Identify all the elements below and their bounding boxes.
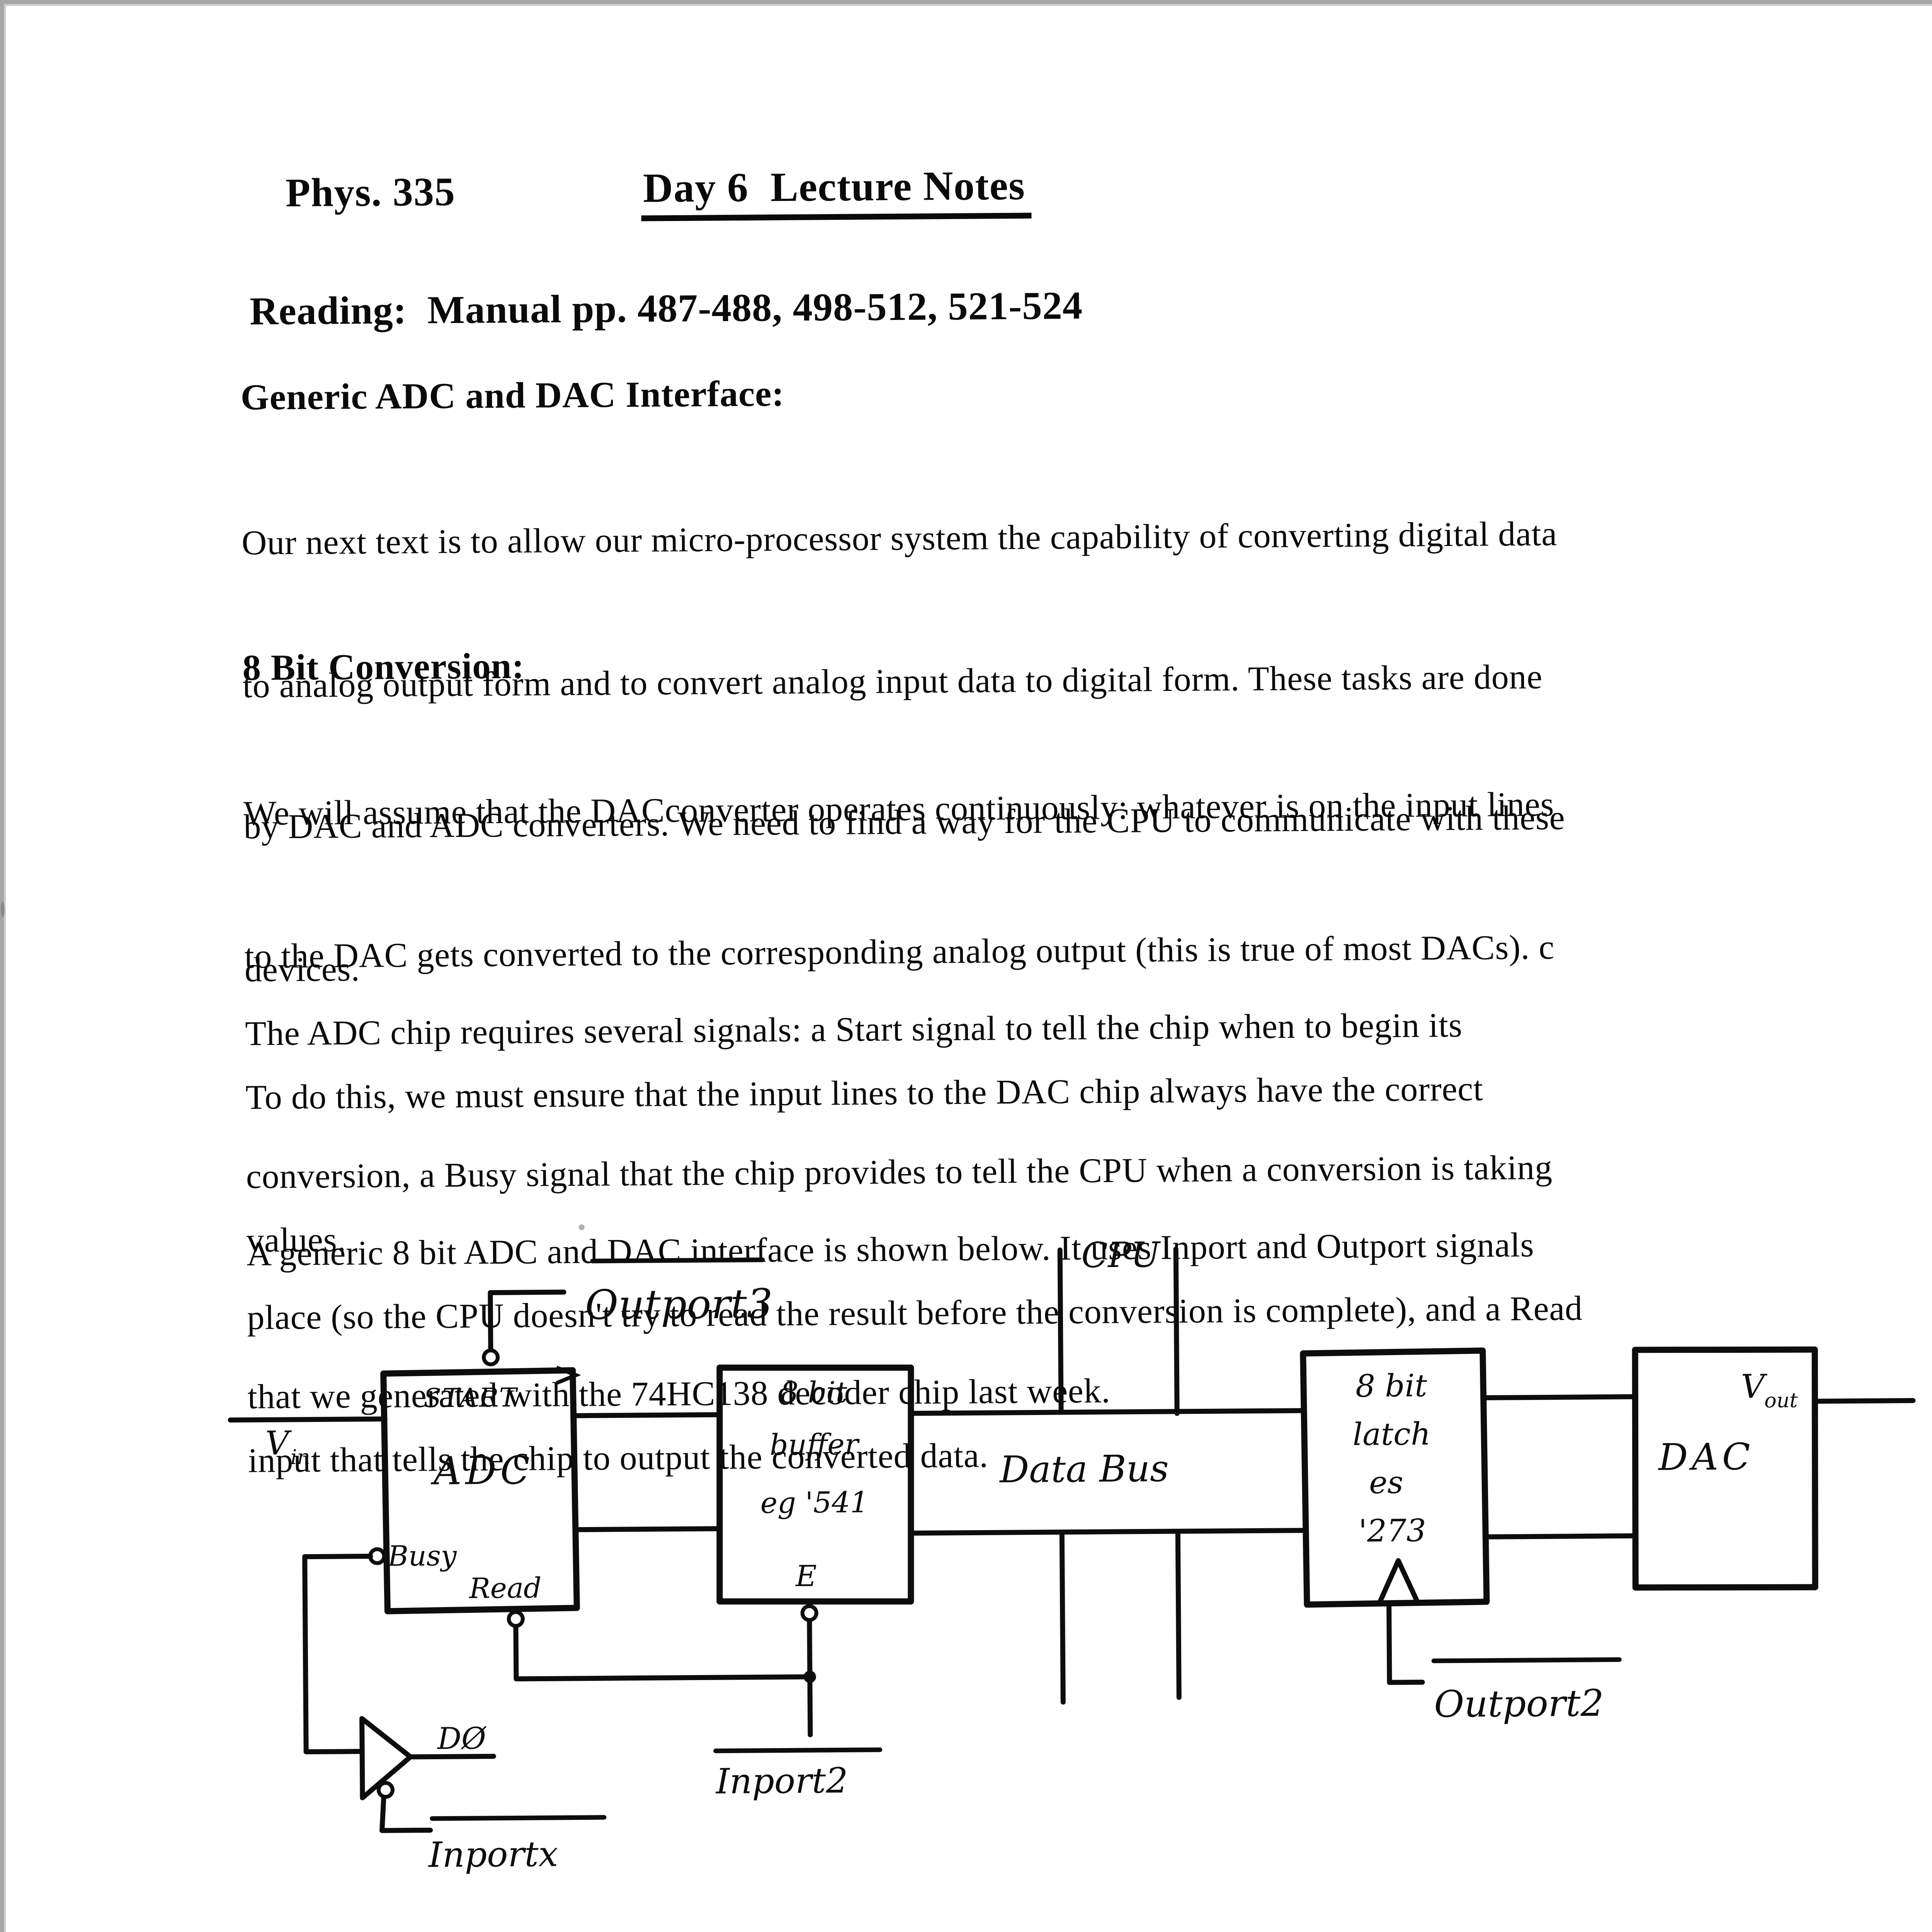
vin-label: V — [265, 1424, 292, 1463]
buffer-label-line1: 8 bit — [780, 1375, 848, 1410]
wire-d0 — [408, 1753, 496, 1760]
wire-outport3 — [488, 1289, 566, 1351]
inport2-label: Inport2 — [715, 1760, 848, 1802]
wire-adc-buffer-top — [571, 1412, 722, 1418]
dac-box — [1632, 1346, 1818, 1591]
latch-label-line1: 8 bit — [1355, 1367, 1428, 1404]
buffer-label-line2: buffer — [770, 1427, 860, 1462]
wire-busy — [302, 1554, 373, 1755]
junction-dot — [803, 1670, 816, 1683]
outport3-label: Outport3 — [585, 1280, 773, 1328]
wire-cpu-bus-left-upper — [1057, 1247, 1064, 1415]
wire-cpu-bus-left-lower — [1059, 1529, 1066, 1705]
arrowhead-icon — [556, 1366, 581, 1385]
dac-name-label: DAC — [1658, 1436, 1754, 1479]
buffer-label-line3: eg '541 — [760, 1485, 869, 1520]
clock-edge-icon — [1377, 1558, 1420, 1604]
page-title: Day 6 Lecture Notes — [641, 162, 1031, 221]
vin-subscript: in — [291, 1446, 310, 1469]
paragraph-line: The ADC chip requires several signals: a… — [245, 1005, 1463, 1053]
section-heading-conversion: 8 Bit Conversion: — [242, 647, 525, 690]
latch-label-line4: '273 — [1359, 1512, 1426, 1549]
adc-box — [380, 1367, 580, 1614]
wire-vin — [228, 1416, 388, 1423]
wire-adc-buffer-bottom — [572, 1526, 723, 1532]
d0-label: DØ — [437, 1721, 487, 1756]
wire-cpu-bus-right-upper — [1173, 1247, 1180, 1416]
active-low-bubble-enable-buffer — [800, 1604, 818, 1622]
vout-subscript: out — [1764, 1389, 1798, 1413]
wire-latch-dac-top — [1481, 1394, 1638, 1400]
active-low-bubble-start — [482, 1348, 500, 1366]
active-low-bubble-read — [507, 1610, 525, 1628]
wire-cpu-bus-right-lower — [1175, 1531, 1182, 1700]
paragraph-line: We will assume that the DACconverter ope… — [243, 785, 1554, 833]
adc-start-label: START — [423, 1382, 519, 1413]
active-low-bubble-enable — [376, 1781, 395, 1799]
vout-label: V — [1741, 1367, 1768, 1406]
buffer-enable-label: E — [795, 1559, 817, 1593]
overline-outport2 — [1431, 1657, 1622, 1663]
adc-busy-label: Busy — [387, 1540, 457, 1573]
tristate-buffer — [359, 1716, 413, 1801]
latch-label-line3: es — [1369, 1464, 1403, 1501]
section-heading-generic: Generic ADC and DAC Interface: — [240, 374, 785, 419]
wire-buffer-latch-bottom — [908, 1528, 1308, 1536]
adc-dac-interface-diagram: Outport3 CPU V in START ADC Busy Read 8 … — [228, 1235, 1916, 1875]
wire-outport2 — [1386, 1600, 1425, 1685]
data-bus-label: Data Bus — [999, 1447, 1169, 1491]
cpu-label: CPU — [1081, 1235, 1162, 1276]
overline-inportx — [430, 1815, 607, 1821]
adc-read-label: Read — [468, 1572, 542, 1605]
inportx-label: Inportx — [428, 1834, 558, 1875]
overline-outport3 — [590, 1257, 765, 1264]
reading-line: Reading: Manual pp. 487-488, 498-512, 52… — [249, 286, 1083, 334]
scan-speck — [0, 902, 5, 918]
scan-speck — [578, 1224, 585, 1230]
latch-label-line2: latch — [1352, 1416, 1430, 1452]
buffer-box — [716, 1364, 914, 1605]
wire-inportx — [379, 1795, 433, 1833]
wire-read — [513, 1624, 813, 1682]
wire-latch-dac-bottom — [1482, 1533, 1638, 1539]
adc-name-label: ADC — [430, 1448, 534, 1494]
outport2-label: Outport2 — [1434, 1682, 1604, 1726]
wire-buffer-latch-top — [908, 1408, 1307, 1416]
course-code: Phys. 335 — [285, 168, 456, 216]
paragraph-line: Our next text is to allow our micro-proc… — [242, 514, 1558, 562]
latch-box — [1300, 1347, 1490, 1608]
overline-inport2 — [713, 1747, 883, 1753]
